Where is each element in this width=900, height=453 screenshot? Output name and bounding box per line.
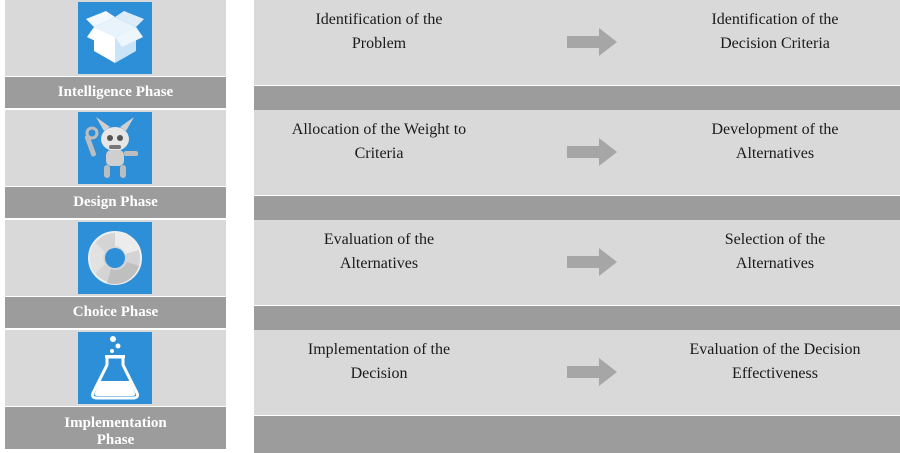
phase-label: Design Phase — [5, 187, 226, 218]
phase-icon-box — [78, 112, 152, 184]
open-box-icon — [86, 11, 144, 63]
phase-implementation: Implementation Phase — [5, 330, 226, 449]
step-row-implementation: Implementation of the Decision Evaluatio… — [254, 330, 900, 453]
phase-icon-box — [78, 222, 152, 294]
phase-label: Intelligence Phase — [5, 77, 226, 108]
step-text: Implementation of the Decision — [307, 341, 451, 382]
step-text: Evaluation of the Decision Effectiveness — [689, 341, 861, 382]
right-arrow-icon — [567, 358, 617, 386]
robot-wrench-icon — [84, 117, 138, 178]
phase-icon-box — [78, 2, 152, 74]
step-text: Evaluation of the Alternatives — [323, 231, 435, 272]
row-band-dark — [254, 306, 900, 330]
phase-label: Implementation Phase — [5, 407, 226, 449]
step-row-design: Allocation of the Weight to Criteria Dev… — [254, 110, 900, 220]
right-arrow-icon — [567, 138, 617, 166]
step-text: Allocation of the Weight to Criteria — [291, 121, 467, 162]
flask-icon — [91, 336, 139, 400]
step-text: Identification of the Decision Criteria — [711, 11, 839, 52]
right-arrow-icon — [567, 248, 617, 276]
step-text: Identification of the Problem — [315, 11, 443, 52]
step-row-intelligence: Identification of the Problem Identifica… — [254, 0, 900, 110]
phase-icon-box — [78, 332, 152, 404]
cycle-disc-icon — [88, 231, 142, 285]
row-band-dark — [254, 416, 900, 453]
right-arrow-icon — [567, 28, 617, 56]
phase-design: Design Phase — [5, 110, 226, 220]
row-band-dark — [254, 86, 900, 110]
row-band-dark — [254, 196, 900, 220]
step-text: Selection of the Alternatives — [724, 231, 826, 272]
phase-label: Choice Phase — [5, 297, 226, 328]
step-text: Development of the Alternatives — [711, 121, 839, 162]
step-row-choice: Evaluation of the Alternatives Selection… — [254, 220, 900, 330]
phase-intelligence: Intelligence Phase — [5, 0, 226, 110]
phase-choice: Choice Phase — [5, 220, 226, 330]
